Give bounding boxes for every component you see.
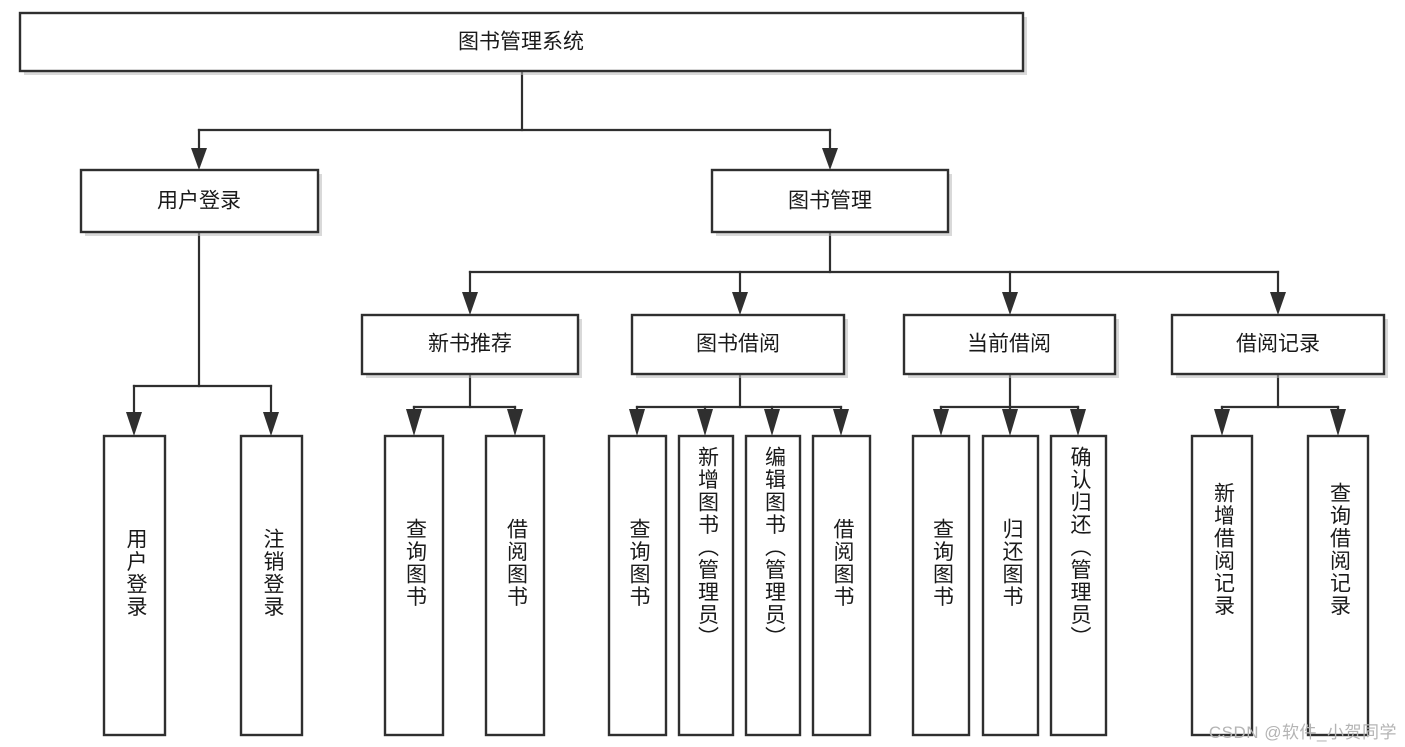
arrow-borrow-leaf-2 bbox=[697, 409, 713, 436]
arrow-current-leaf-3 bbox=[1070, 409, 1086, 436]
node-user-login-label: 用户登录 bbox=[157, 190, 241, 213]
edges-layer bbox=[126, 71, 1346, 436]
arrow-borrow-leaf-1 bbox=[629, 409, 645, 436]
arrow-record-leaf-1 bbox=[1214, 409, 1230, 436]
node-leaf-borrow-book-1[interactable] bbox=[484, 434, 546, 737]
arrow-leaf-user-login bbox=[126, 412, 142, 436]
node-book-management[interactable] bbox=[710, 168, 950, 234]
node-leaf-confirm-return-admin[interactable] bbox=[1049, 434, 1108, 737]
node-leaf-edit-book-admin[interactable] bbox=[744, 434, 802, 737]
node-leaf-logout[interactable] bbox=[239, 434, 304, 737]
arrow-borrow-leaf-4 bbox=[833, 409, 849, 436]
csdn-watermark: CSDN @软件_小贺同学 bbox=[1208, 723, 1397, 742]
node-leaf-query-book-3[interactable] bbox=[911, 434, 971, 737]
node-leaf-query-book-2[interactable] bbox=[607, 434, 668, 737]
node-leaf-user-login[interactable] bbox=[102, 434, 167, 737]
node-leaf-add-borrow-record[interactable] bbox=[1190, 434, 1254, 737]
node-leaf-query-borrow-record[interactable] bbox=[1306, 434, 1370, 737]
arrow-to-current-borrow bbox=[1002, 292, 1018, 315]
nodes-layer: 图书管理系统 用户登录 图书管理 新书推荐 图书借阅 当前借阅 借阅记录 bbox=[18, 11, 1388, 737]
node-leaf-borrow-book-2[interactable] bbox=[811, 434, 872, 737]
arrow-to-book-borrow bbox=[732, 292, 748, 315]
node-new-book-recommendation[interactable] bbox=[360, 313, 580, 376]
arrow-to-user-login bbox=[191, 148, 207, 170]
node-user-login[interactable] bbox=[79, 168, 320, 234]
node-current-borrow[interactable] bbox=[902, 313, 1117, 376]
arrow-current-leaf-1 bbox=[933, 409, 949, 436]
node-current-borrow-label: 当前借阅 bbox=[967, 333, 1051, 356]
arrow-record-leaf-2 bbox=[1330, 409, 1346, 436]
node-borrow-record-label: 借阅记录 bbox=[1236, 333, 1320, 356]
node-leaf-return-book[interactable] bbox=[981, 434, 1040, 737]
arrow-leaf-logout bbox=[263, 412, 279, 436]
node-book-borrow[interactable] bbox=[630, 313, 846, 376]
node-book-management-label: 图书管理 bbox=[788, 190, 872, 213]
node-leaf-query-book-1[interactable] bbox=[383, 434, 445, 737]
arrow-newbook-leaf-2 bbox=[507, 409, 523, 436]
node-new-book-rec-label: 新书推荐 bbox=[428, 333, 512, 356]
node-leaf-add-book-admin[interactable] bbox=[677, 434, 735, 737]
arrow-to-borrow-record bbox=[1270, 292, 1286, 315]
arrow-newbook-leaf-1 bbox=[406, 409, 422, 436]
arrow-borrow-leaf-3 bbox=[764, 409, 780, 436]
arrow-to-book-mgmt bbox=[822, 148, 838, 170]
arrow-current-leaf-2 bbox=[1002, 409, 1018, 436]
node-borrow-record[interactable] bbox=[1170, 313, 1386, 376]
arrow-to-new-book-rec bbox=[462, 292, 478, 315]
node-book-borrow-label: 图书借阅 bbox=[696, 333, 780, 356]
node-book-management-system[interactable] bbox=[18, 11, 1025, 73]
root-node-label: 图书管理系统 bbox=[458, 31, 584, 54]
